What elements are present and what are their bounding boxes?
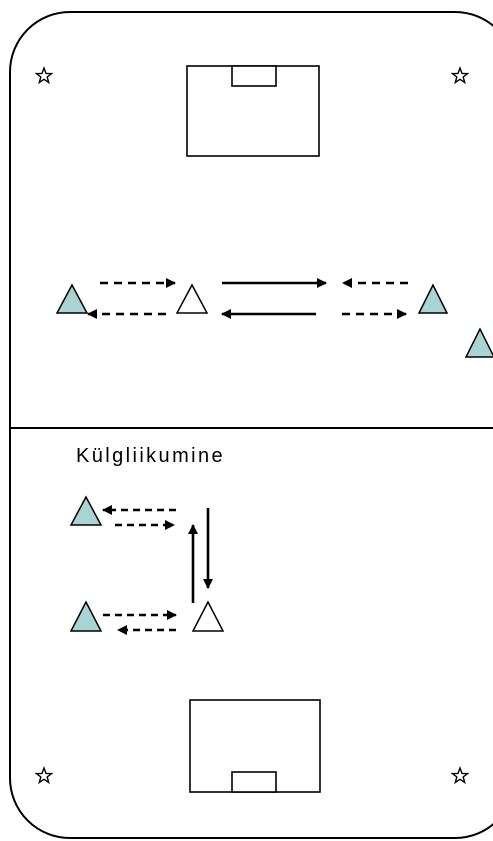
player-cone: [55, 283, 89, 314]
player-cone: [417, 283, 449, 314]
star-icon: [34, 765, 54, 785]
pitch-boundary: [9, 11, 493, 839]
star-icon: [34, 65, 54, 85]
drill-label: Külgliikumine: [76, 445, 225, 467]
star-icon: [450, 765, 470, 785]
player-cone: [69, 600, 103, 632]
player-cone: [464, 327, 493, 358]
top-goal-area: [186, 65, 320, 157]
coach-marker: [191, 600, 225, 632]
coach-marker: [175, 283, 209, 314]
bottom-goal-area: [189, 699, 321, 793]
star-icon: [450, 65, 470, 85]
player-cone: [69, 495, 103, 526]
